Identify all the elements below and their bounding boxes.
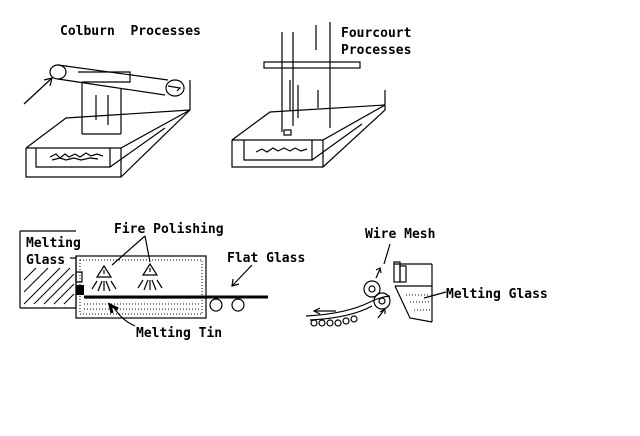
tin-bath: [75, 255, 207, 319]
float-glass-figure: [19, 230, 268, 327]
colburn-roller: [49, 64, 185, 97]
fourcourt-label-line2: Processes: [341, 43, 411, 58]
fourcourt-plate: [263, 61, 361, 69]
melting-glass-label-line1: Melting: [26, 236, 81, 251]
melting-glass-label-line2: Glass: [26, 253, 65, 268]
fourcourt-process-figure: [231, 22, 386, 168]
wire-mesh-label: Wire Mesh: [365, 227, 435, 242]
wire-mesh-figure: [305, 243, 447, 327]
colburn-sheet: [81, 82, 122, 135]
rolled-sheet-conveyor: [305, 295, 391, 327]
colburn-pointer-arrow: [23, 77, 53, 105]
flat-glass-ribbon: [84, 295, 268, 312]
rolled-furnace: [393, 261, 433, 323]
flat-glass-label: Flat Glass: [227, 251, 305, 266]
colburn-tank: [25, 80, 191, 178]
colburn-process-figure: [23, 64, 191, 178]
forming-rollers: [363, 267, 391, 319]
melting-glass-right-label: Melting Glass: [446, 287, 548, 302]
fourcourt-sheet: [281, 22, 331, 136]
colburn-process-label: Colburn Processes: [60, 24, 201, 39]
fire-polishing-burners: [91, 262, 163, 292]
melting-tin-label: Melting Tin: [136, 326, 222, 341]
fourcourt-label-line1: Fourcourt: [341, 26, 411, 41]
float-pointers: [70, 235, 253, 327]
fire-polishing-label: Fire Polishing: [114, 222, 224, 237]
wire-mesh-pointers: [383, 243, 447, 299]
fourcourt-tank: [231, 90, 386, 168]
